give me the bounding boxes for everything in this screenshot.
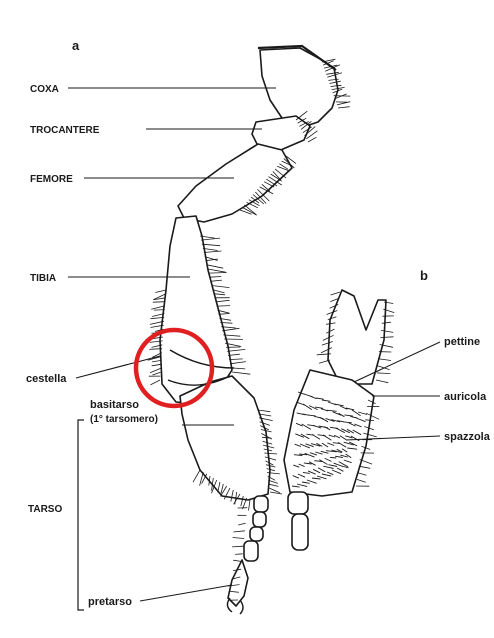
hair-stroke bbox=[233, 560, 242, 561]
hair-stroke bbox=[359, 466, 370, 468]
hair-stroke bbox=[308, 137, 317, 142]
hair-stroke bbox=[216, 300, 230, 302]
femur-segment bbox=[178, 144, 292, 222]
label-femore: FEMORE bbox=[30, 174, 73, 185]
hair-stroke bbox=[201, 238, 220, 240]
tarsomere-b1 bbox=[288, 492, 308, 514]
hair-stroke bbox=[214, 294, 226, 295]
hair-stroke bbox=[204, 251, 222, 253]
label-pettine: pettine bbox=[444, 336, 480, 348]
hair-stroke bbox=[208, 269, 226, 272]
hair-stroke bbox=[331, 292, 340, 295]
label-basitarso-sub: (1° tarsomero) bbox=[90, 414, 158, 425]
hair-stroke bbox=[376, 380, 388, 383]
hair-stroke bbox=[207, 265, 223, 268]
hair-stroke bbox=[150, 368, 161, 372]
panel-b-letter: b bbox=[420, 268, 428, 283]
hair-stroke bbox=[222, 328, 239, 331]
tibia-segment bbox=[160, 216, 232, 404]
hair-stroke bbox=[152, 360, 161, 362]
hair-stroke bbox=[152, 364, 161, 366]
hair-stroke bbox=[232, 372, 250, 374]
hair-stroke bbox=[193, 470, 200, 482]
hair-stroke bbox=[150, 380, 160, 385]
hair-stroke bbox=[200, 472, 204, 486]
hair-stroke bbox=[217, 306, 231, 307]
leg-panel-b bbox=[284, 290, 394, 550]
label-coxa: COXA bbox=[30, 84, 59, 95]
tarsomere-4 bbox=[250, 527, 263, 541]
hair-stroke bbox=[235, 554, 242, 555]
basitarsus-brush-b bbox=[284, 370, 374, 496]
tibia-end-b bbox=[328, 290, 386, 384]
panel-a-letter: a bbox=[72, 38, 80, 53]
label-tibia: TIBIA bbox=[30, 273, 56, 284]
hair-stroke bbox=[153, 302, 165, 303]
hair-stroke bbox=[227, 349, 245, 351]
tarsomere-3 bbox=[253, 512, 266, 527]
label-auricola: auricola bbox=[444, 391, 487, 403]
hair-stroke bbox=[240, 210, 252, 214]
hair-stroke bbox=[211, 280, 222, 281]
hair-stroke bbox=[338, 107, 350, 108]
hair-stroke bbox=[151, 306, 165, 310]
pretarsus-claws bbox=[228, 560, 248, 606]
tarsomere-2 bbox=[254, 496, 268, 512]
hair-stroke bbox=[212, 286, 230, 288]
label-tarso: TARSO bbox=[28, 504, 62, 515]
tarsomere-5 bbox=[244, 541, 258, 561]
hair-stroke bbox=[269, 484, 279, 486]
hair-stroke bbox=[270, 492, 282, 494]
hair-stroke bbox=[377, 373, 391, 374]
hair-stroke bbox=[357, 479, 366, 482]
hair-stroke bbox=[153, 372, 161, 375]
hair-stroke bbox=[238, 523, 246, 525]
hair-stroke bbox=[378, 359, 391, 361]
tarsomere-b2 bbox=[292, 514, 308, 550]
label-trocantere: TROCANTERE bbox=[30, 125, 100, 136]
hair-stroke bbox=[258, 410, 270, 412]
hair-stroke bbox=[358, 473, 367, 476]
hair-stroke bbox=[210, 277, 222, 278]
hair-stroke bbox=[155, 290, 166, 293]
hair-stroke bbox=[230, 362, 246, 364]
label-pretarso: pretarso bbox=[88, 596, 132, 608]
hair-stroke bbox=[233, 531, 245, 532]
hair-stroke bbox=[202, 244, 220, 246]
hair-stroke bbox=[229, 359, 243, 360]
hair-stroke bbox=[249, 500, 251, 511]
hair-stroke bbox=[233, 538, 245, 539]
label-spazzola: spazzola bbox=[444, 431, 491, 443]
label-basitarso: basitarso bbox=[90, 399, 139, 411]
label-cestella: cestella bbox=[26, 373, 67, 385]
hair-stroke bbox=[154, 310, 165, 311]
hair-stroke bbox=[209, 273, 227, 274]
hair-stroke bbox=[232, 546, 243, 547]
